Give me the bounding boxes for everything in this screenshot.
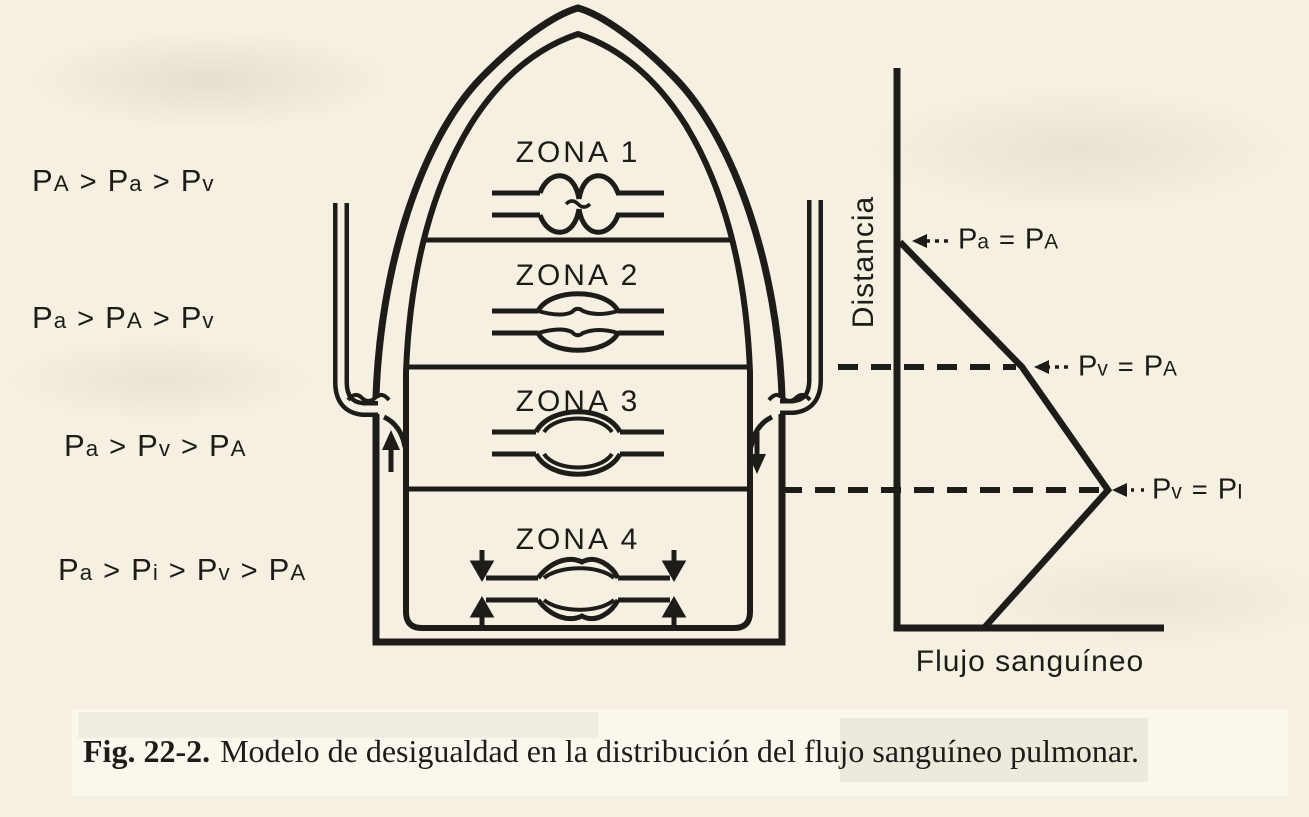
annotation-pv-eq-pa: Pv=PA — [1078, 350, 1177, 383]
figure-caption-number: Fig. 22-2. — [83, 733, 211, 769]
zone2-label: ZONA 2 — [515, 259, 641, 292]
graph-x-axis-label: Flujo sanguíneo — [915, 645, 1145, 678]
pressure-relation-zone3: Pa>Pv>PA — [64, 428, 247, 463]
hilum-junction-left — [346, 393, 408, 448]
lung-inner-outline — [403, 30, 753, 631]
capillary-zone3 — [492, 409, 664, 477]
graph-y-axis-label: Distancia — [847, 195, 880, 329]
hilum-junction-right — [748, 393, 812, 448]
pressure-relation-zone4: Pa>Pi>Pv>PA — [58, 552, 307, 587]
blood-flow-in-arrow — [382, 430, 400, 472]
compression-arrows — [469, 550, 687, 628]
annotation-arrow-pv-pa — [1034, 360, 1068, 374]
capillary-zone2 — [492, 291, 664, 353]
blood-flow-out-arrow — [748, 432, 766, 474]
scan-highlight — [840, 718, 1148, 782]
figure-caption-text: Modelo de desigualdad en la distribución… — [220, 733, 1140, 769]
annotation-arrow-pa-pa — [912, 234, 948, 248]
graph-axes — [893, 68, 1164, 632]
lung-outer-outline — [372, 4, 786, 646]
pressure-relation-zone1: PA>Pa>Pv — [32, 163, 215, 198]
annotation-arrow-pv-pi — [1112, 483, 1144, 497]
manometer-tube-left — [333, 199, 383, 417]
annotation-pv-eq-pi: Pv=PI — [1152, 473, 1243, 506]
annotation-pa-eq-pa: Pa=PA — [958, 223, 1059, 256]
figure-caption: Fig. 22-2.Modelo de desigualdad en la di… — [83, 733, 1139, 770]
scan-highlight — [78, 712, 598, 738]
pressure-relation-zone2: Pa>PA>Pv — [32, 300, 215, 335]
capillary-zone4 — [469, 550, 687, 628]
zone4-label: ZONA 4 — [515, 523, 641, 556]
zone-boundary-lines — [406, 237, 750, 492]
zone1-label: ZONA 1 — [515, 136, 641, 169]
zone3-label: ZONA 3 — [515, 385, 641, 418]
blood-flow-curve — [897, 239, 1113, 631]
capillary-zone1 — [492, 173, 664, 235]
